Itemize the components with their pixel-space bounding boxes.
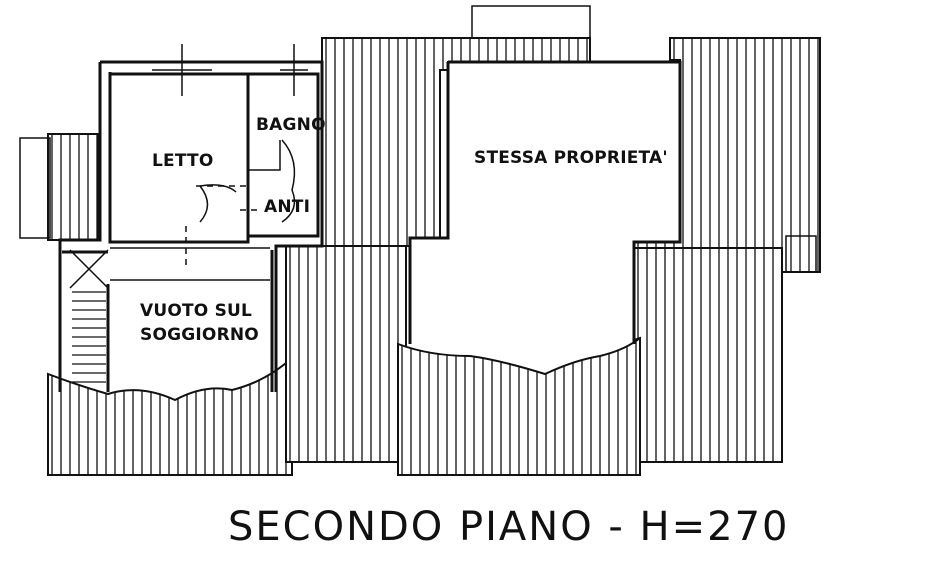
room-label-bagno: BAGNO bbox=[256, 115, 326, 135]
roof-hatch-stripes bbox=[401, 338, 637, 475]
roof-hatch-stripes bbox=[637, 248, 774, 462]
roof-middle-left bbox=[285, 245, 407, 463]
side-box-right bbox=[785, 235, 817, 273]
side-box-left bbox=[19, 137, 51, 239]
floor-title: SECONDO PIANO - H=270 bbox=[228, 504, 790, 550]
roof-left-balcony bbox=[47, 133, 99, 241]
walls bbox=[58, 44, 682, 392]
roof-bottom-left bbox=[47, 355, 293, 476]
room-label-anti: ANTI bbox=[264, 197, 310, 217]
chimney-top bbox=[471, 5, 591, 39]
room-label-letto: LETTO bbox=[152, 151, 213, 171]
room-label-vuoto-line1: VUOTO SUL bbox=[140, 301, 252, 321]
roof-hatch-stripes bbox=[51, 134, 98, 240]
room-label-vuoto-line2: SOGGIORNO bbox=[140, 325, 259, 345]
room-label-stessa-proprieta: STESSA PROPRIETA' bbox=[474, 148, 668, 168]
roof-hatch-stripes bbox=[289, 246, 399, 462]
roof-hatch-areas bbox=[47, 37, 821, 476]
staircase bbox=[72, 291, 106, 383]
